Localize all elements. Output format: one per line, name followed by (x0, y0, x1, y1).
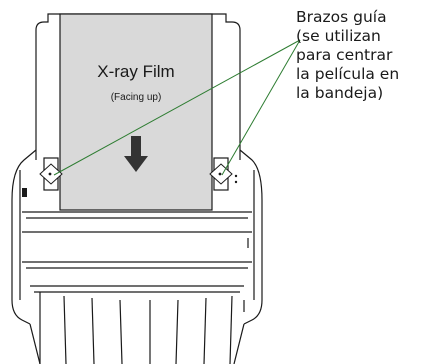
left-guide-arm (39, 157, 63, 191)
callout-line: para centrar (296, 46, 393, 64)
callout-line: Brazos guía (296, 8, 387, 26)
status-indicator (22, 188, 27, 197)
right-guide-arm (209, 157, 233, 191)
down-arrow-icon (124, 136, 148, 172)
guide-arms-callout: Brazos guía (se utilizan para centrar la… (296, 8, 430, 103)
callout-line: (se utilizan (296, 27, 381, 45)
leader-line-left (53, 39, 301, 176)
callout-line: la película en (296, 65, 400, 83)
callout-line: la bandeja) (296, 84, 384, 102)
film-sublabel: (Facing up) (110, 92, 162, 103)
xray-film-sheet (59, 13, 213, 211)
indicator-dot (234, 180, 238, 184)
scanner-body-outline (11, 13, 263, 364)
film-label: X-ray Film (97, 62, 175, 81)
indicator-dot (234, 174, 238, 178)
leader-line-right (221, 39, 301, 176)
